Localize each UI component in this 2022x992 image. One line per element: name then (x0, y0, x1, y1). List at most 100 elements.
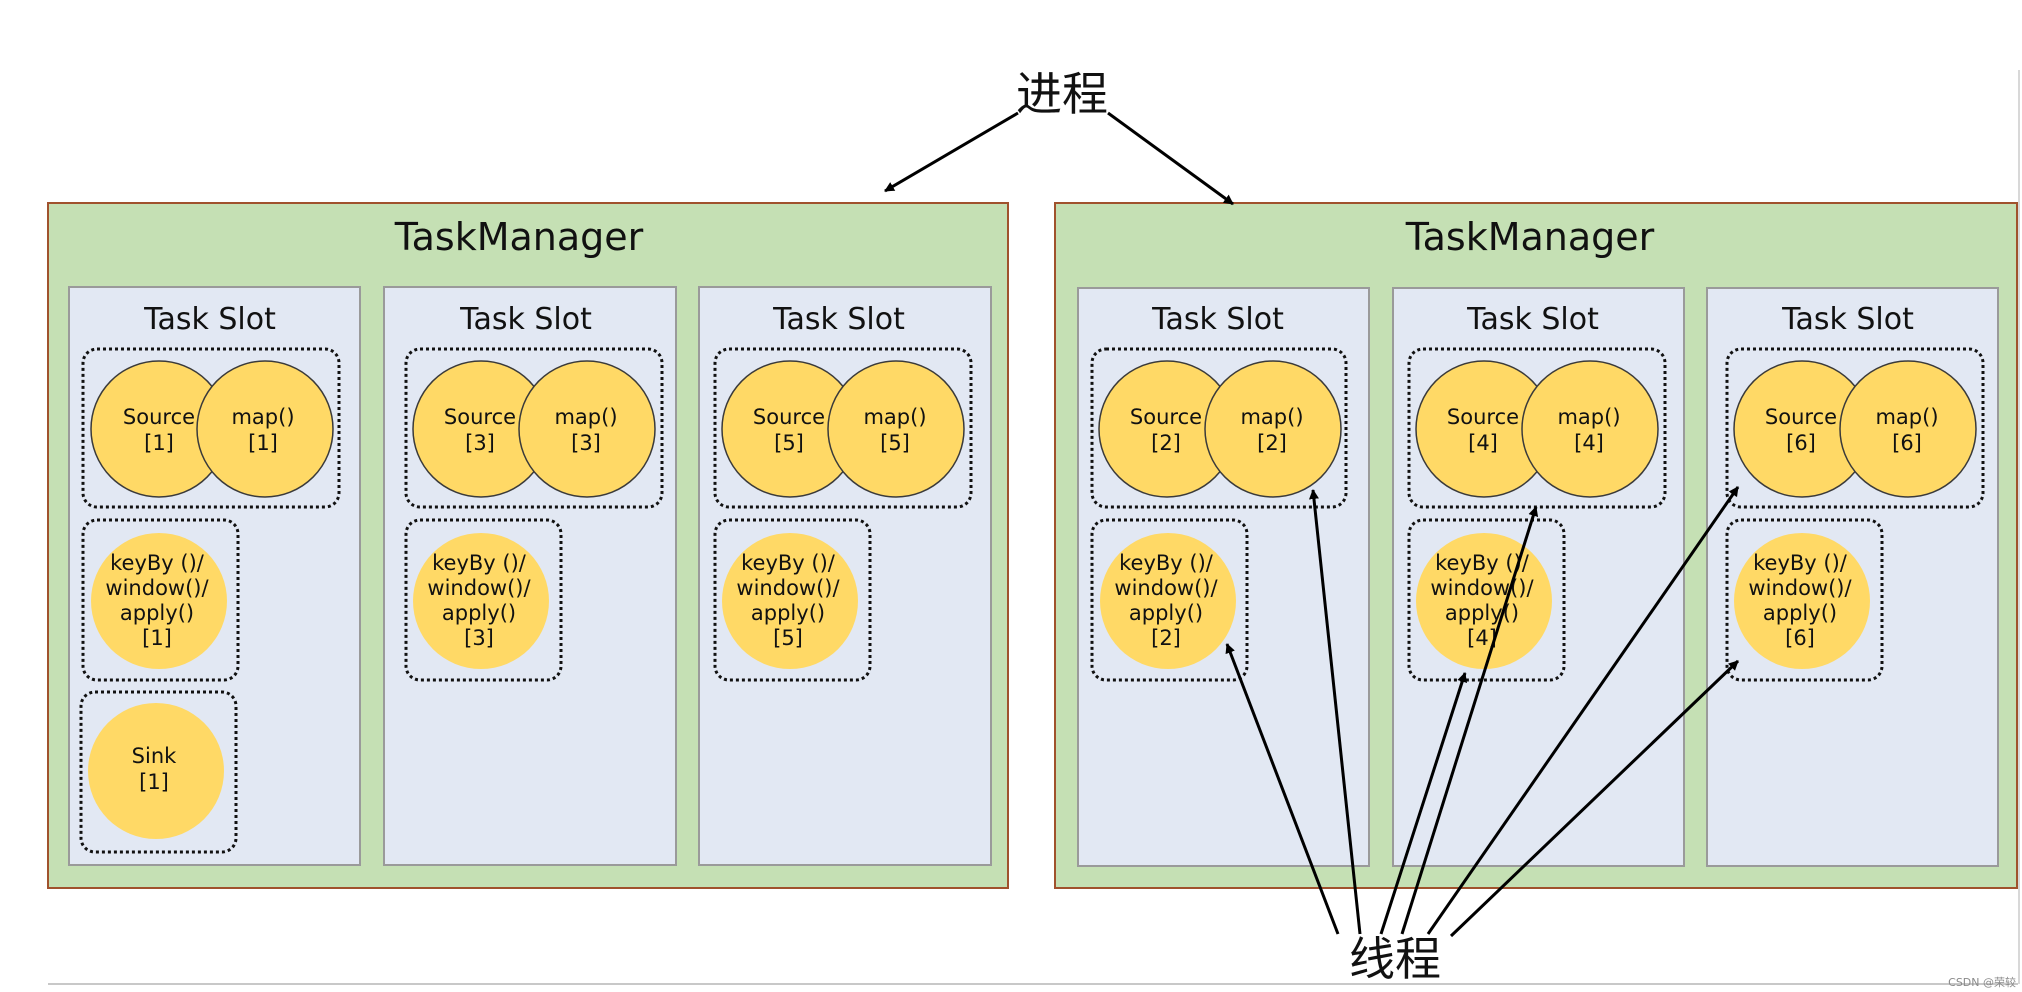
keyby-line-1: keyBy ()/ (110, 551, 205, 575)
keyby-line-1: keyBy ()/ (1435, 551, 1530, 575)
sink-label: Sink (132, 744, 177, 768)
keyby-line-3: apply() (1445, 601, 1519, 625)
sink-index: [1] (139, 770, 169, 794)
map-label: map() (554, 405, 617, 429)
thread-arrow-map-6 (1426, 486, 1740, 935)
operator-chain-group (1090, 347, 1348, 509)
keyby-line-2: window()/ (736, 576, 840, 600)
keyby-window-apply-operator (722, 533, 858, 669)
taskmanager-1: TaskManager Task Slot Source [1] map() [… (47, 202, 1009, 889)
thread-arrow-map-4 (1400, 506, 1539, 935)
source-index: [2] (1151, 431, 1181, 455)
map-label: map() (1240, 405, 1303, 429)
map-index: [3] (571, 431, 601, 455)
keyby-index: [1] (142, 626, 172, 650)
source-label: Source (444, 405, 516, 429)
operator-chain-group (81, 347, 341, 509)
task-slot-3-title: Task Slot (459, 302, 592, 337)
keyby-line-1: keyBy ()/ (1119, 551, 1214, 575)
process-arrow-right (1107, 111, 1234, 206)
keyby-line-3: apply() (751, 601, 825, 625)
thread-arrow-keyby-4 (1379, 672, 1468, 935)
keyby-line-2: window()/ (1748, 576, 1852, 600)
keyby-index: [5] (773, 626, 803, 650)
source-index: [5] (774, 431, 804, 455)
task-slot-1-title: Task Slot (143, 302, 276, 337)
keyby-line-2: window()/ (427, 576, 531, 600)
task-slot-3: Task Slot Source [3] map() [3] keyBy ()/… (383, 286, 677, 866)
task-slot-6-title: Task Slot (1781, 302, 1914, 337)
task-slot-6: Task Slot Source [6] map() [6] keyBy ()/… (1706, 287, 1999, 867)
source-index: [3] (465, 431, 495, 455)
sink-operator (88, 703, 224, 839)
keyby-group (1407, 518, 1566, 682)
source-index: [6] (1786, 431, 1816, 455)
thread-arrow-map-2 (1308, 489, 1362, 935)
thread-arrow-keyby-2 (1225, 643, 1340, 935)
task-slot-5: Task Slot Source [5] map() [5] keyBy ()/… (698, 286, 992, 866)
operator-chain-group (404, 347, 664, 509)
operator-chain-group (1407, 347, 1667, 509)
map-label: map() (1875, 405, 1938, 429)
thread-arrow-keyby-6 (1449, 659, 1740, 938)
map-index: [5] (880, 431, 910, 455)
keyby-index: [3] (464, 626, 494, 650)
keyby-line-1: keyBy ()/ (1753, 551, 1848, 575)
keyby-line-1: keyBy ()/ (741, 551, 836, 575)
taskmanager-2: TaskManager Task Slot Source [2] map() [… (1054, 202, 2018, 889)
keyby-window-apply-operator (1100, 533, 1236, 669)
map-label: map() (1557, 405, 1620, 429)
source-index: [1] (144, 431, 174, 455)
keyby-line-1: keyBy ()/ (432, 551, 527, 575)
process-label: 进程 (1016, 67, 1108, 121)
keyby-line-2: window()/ (1430, 576, 1534, 600)
map-operator (827, 360, 965, 498)
keyby-window-apply-operator (1734, 533, 1870, 669)
task-slot-2-title: Task Slot (1151, 302, 1284, 337)
task-slot-4-title: Task Slot (1466, 302, 1599, 337)
keyby-group (1725, 518, 1884, 682)
operator-chain-group (713, 347, 973, 509)
taskmanager-1-title: TaskManager (394, 215, 644, 259)
keyby-window-apply-operator (91, 533, 227, 669)
source-label: Source (123, 405, 195, 429)
task-slot-4: Task Slot Source [4] map() [4] keyBy ()/… (1392, 287, 1685, 867)
source-label: Source (1130, 405, 1202, 429)
map-operator (1204, 360, 1342, 498)
thread-label: 线程 (1349, 932, 1441, 986)
map-label: map() (231, 405, 294, 429)
map-operator (196, 360, 334, 498)
keyby-line-3: apply() (442, 601, 516, 625)
keyby-window-apply-operator (413, 533, 549, 669)
source-label: Source (1447, 405, 1519, 429)
map-index: [6] (1892, 431, 1922, 455)
keyby-line-2: window()/ (1114, 576, 1218, 600)
map-index: [2] (1257, 431, 1287, 455)
map-index: [4] (1574, 431, 1604, 455)
task-slot-5-title: Task Slot (772, 302, 905, 337)
keyby-group (81, 518, 240, 682)
task-slot-1: Task Slot Source [1] map() [1] keyBy ()/… (68, 286, 361, 866)
map-operator (1839, 360, 1977, 498)
keyby-group (1090, 518, 1249, 682)
keyby-line-3: apply() (1763, 601, 1837, 625)
source-label: Source (1765, 405, 1837, 429)
keyby-group (404, 518, 563, 682)
source-label: Source (753, 405, 825, 429)
keyby-group (713, 518, 872, 682)
map-operator (518, 360, 656, 498)
keyby-line-2: window()/ (105, 576, 209, 600)
keyby-line-3: apply() (120, 601, 194, 625)
keyby-line-3: apply() (1129, 601, 1203, 625)
source-index: [4] (1468, 431, 1498, 455)
sink-group (79, 690, 238, 854)
process-arrow-left (884, 111, 1019, 193)
task-slot-2: Task Slot Source [2] map() [2] keyBy ()/… (1077, 287, 1370, 867)
keyby-index: [2] (1151, 626, 1181, 650)
map-label: map() (863, 405, 926, 429)
watermark: CSDN @荣较 (1948, 975, 2016, 989)
taskmanager-2-title: TaskManager (1405, 215, 1655, 259)
operator-chain-group (1725, 347, 1985, 509)
map-operator (1521, 360, 1659, 498)
